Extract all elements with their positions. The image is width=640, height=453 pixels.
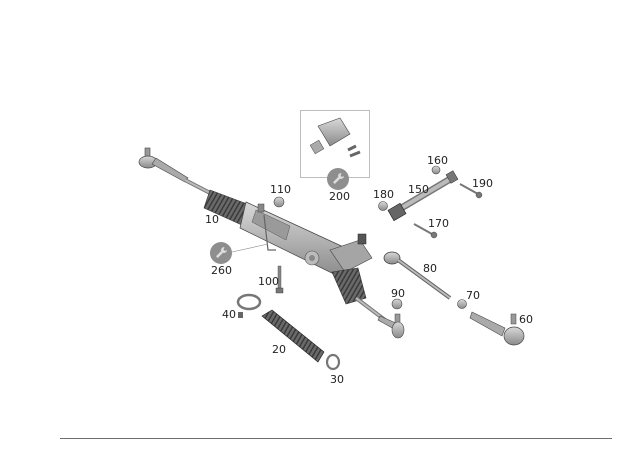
callout-80[interactable]: 80 — [423, 262, 437, 275]
callout-60[interactable]: 60 — [519, 313, 533, 326]
callout-30[interactable]: 30 — [330, 373, 344, 386]
valve-component — [309, 117, 361, 158]
callout-170[interactable]: 170 — [428, 217, 449, 230]
wrench-icon-200[interactable] — [327, 168, 349, 190]
bolt-170 — [413, 223, 438, 239]
callout-10[interactable]: 10 — [205, 213, 219, 226]
wrench-icon-260[interactable] — [210, 242, 232, 264]
callout-70[interactable]: 70 — [466, 289, 480, 302]
rack-housing — [239, 201, 373, 279]
nut-180 — [378, 201, 388, 211]
tie-rod-end-60 — [469, 311, 525, 346]
wrench-icon — [333, 173, 344, 184]
boot-20 — [261, 309, 325, 363]
callout-200[interactable]: 200 — [329, 190, 350, 203]
callout-150[interactable]: 150 — [408, 183, 429, 196]
bolt-190 — [459, 183, 483, 199]
bottom-divider — [60, 438, 612, 439]
clamp-40 — [236, 293, 262, 318]
callout-40[interactable]: 40 — [222, 308, 236, 321]
intermediate-shaft-150 — [387, 170, 459, 222]
callout-190[interactable]: 190 — [472, 177, 493, 190]
callout-180[interactable]: 180 — [373, 188, 394, 201]
clamp-30 — [325, 353, 341, 371]
nut-90 — [391, 298, 403, 310]
leader-line-260 — [231, 243, 269, 253]
bolt-100 — [275, 265, 284, 294]
wrench-icon — [216, 247, 227, 258]
right-bellows-installed — [331, 267, 367, 305]
callout-100[interactable]: 100 — [258, 275, 279, 288]
nut-70 — [457, 299, 467, 309]
nut-110 — [273, 196, 285, 208]
right-tie-rod-installed — [354, 296, 405, 339]
callout-90[interactable]: 90 — [391, 287, 405, 300]
callout-110[interactable]: 110 — [270, 183, 291, 196]
left-tie-rod-end — [138, 147, 213, 196]
callout-260[interactable]: 260 — [211, 264, 232, 277]
tie-rod-80 — [383, 251, 452, 300]
callout-160[interactable]: 160 — [427, 154, 448, 167]
callout-20[interactable]: 20 — [272, 343, 286, 356]
nut-160 — [431, 165, 441, 175]
